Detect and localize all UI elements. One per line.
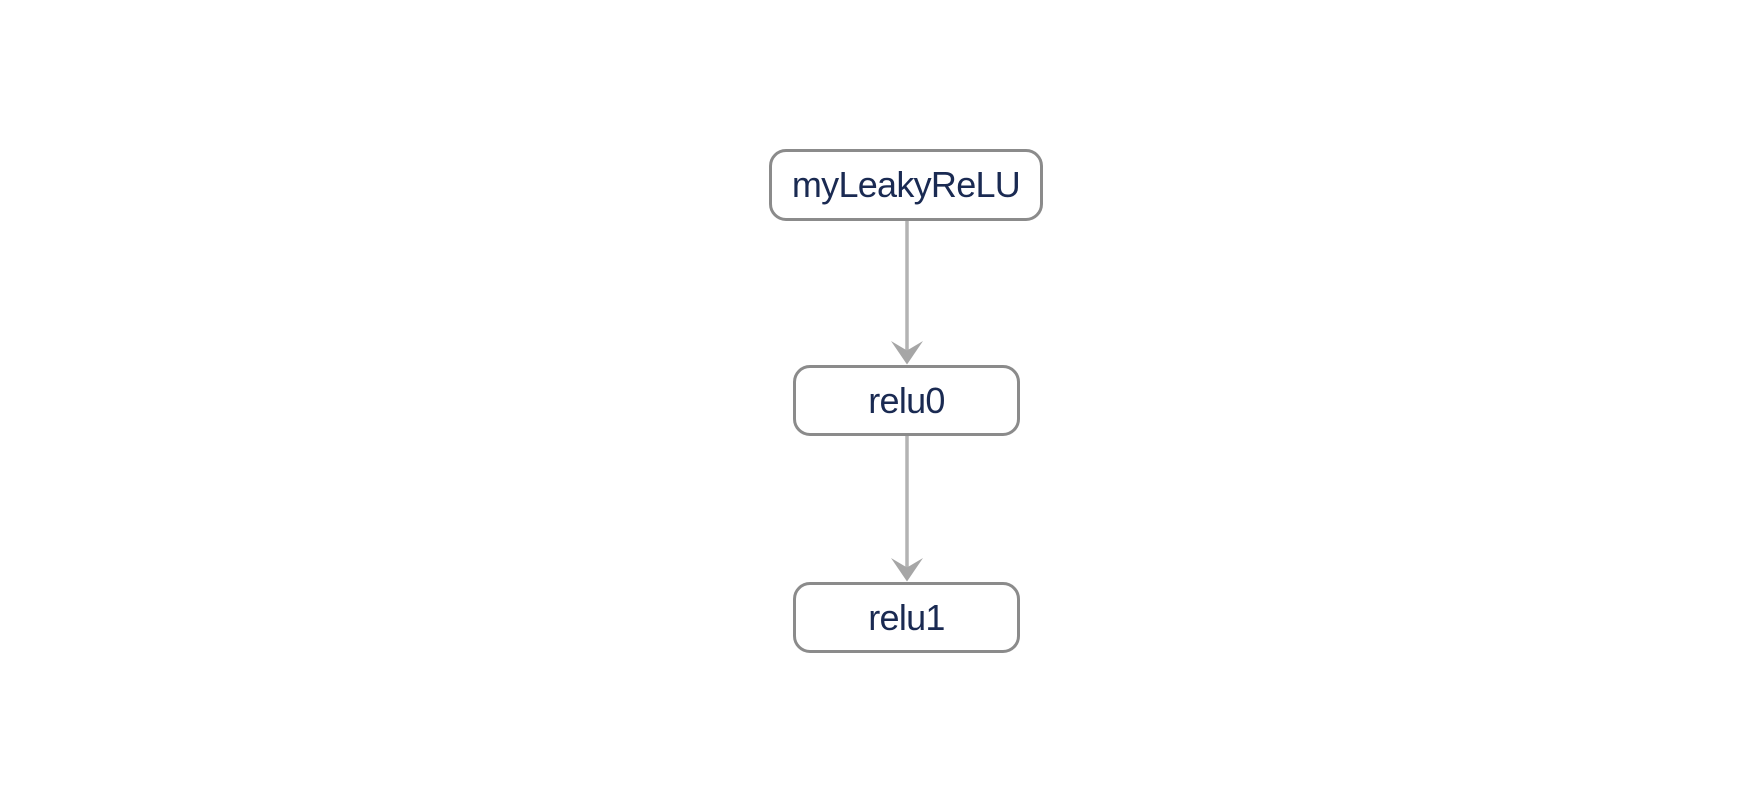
node-myLeakyReLU[interactable]: myLeakyReLU — [769, 149, 1043, 221]
node-relu1[interactable]: relu1 — [793, 582, 1020, 653]
edge-myLeakyReLU-relu0 — [891, 221, 923, 365]
edge-relu0-relu1 — [891, 436, 923, 582]
node-relu0[interactable]: relu0 — [793, 365, 1020, 436]
node-label: relu0 — [868, 379, 945, 421]
edge-arrowhead — [891, 558, 923, 582]
node-label: relu1 — [868, 596, 945, 638]
edge-arrowhead — [891, 341, 923, 365]
node-label: myLeakyReLU — [791, 164, 1021, 205]
